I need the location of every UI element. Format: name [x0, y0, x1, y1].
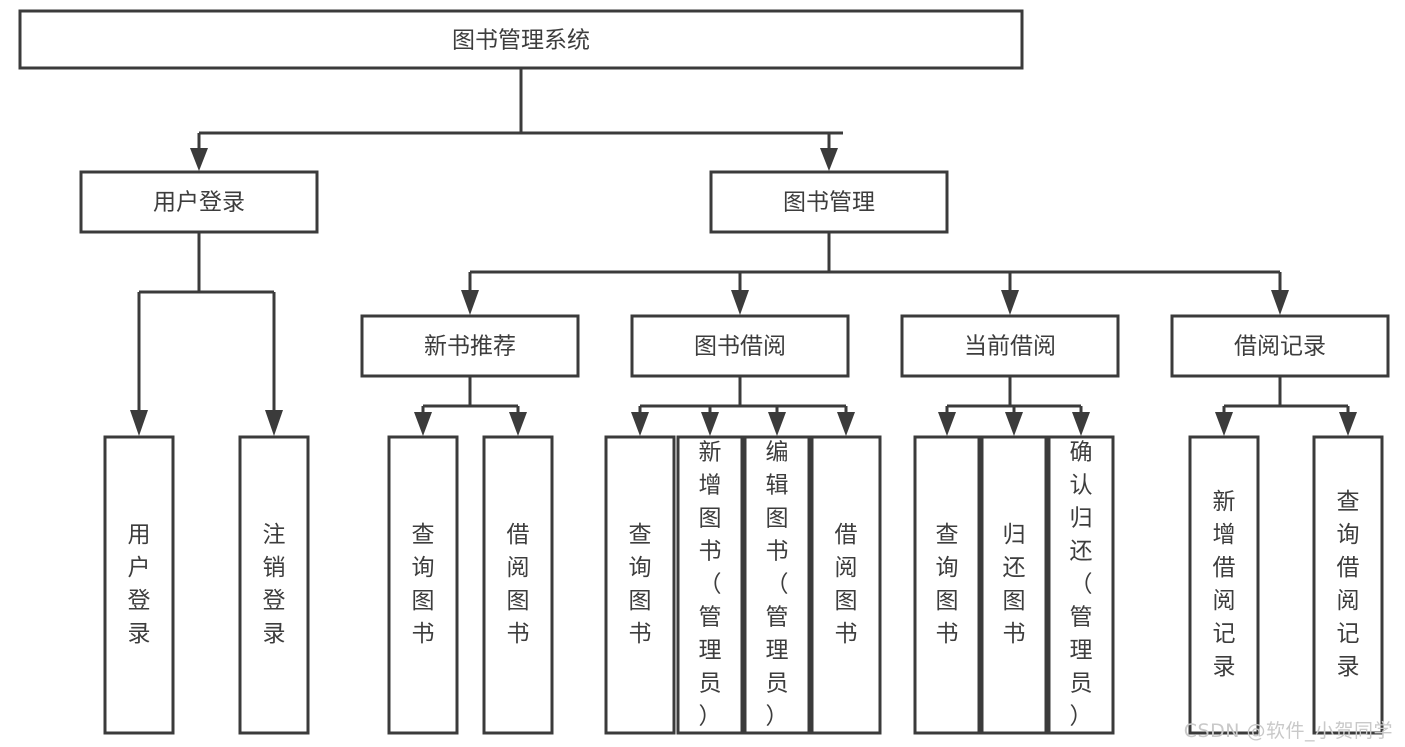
arrowhead-borrow-record	[1271, 290, 1289, 315]
node-user-login[interactable]: 用户登录	[79, 170, 319, 234]
node-leaf-query-book-3-box[interactable]	[913, 435, 981, 735]
arrowhead-leaf-borrow-book-1	[509, 412, 527, 436]
node-leaf-user-login-box[interactable]	[103, 435, 175, 735]
connector-book-manage-trunk	[468, 232, 1282, 292]
connector-root-trunk	[197, 68, 843, 150]
node-leaf-return-book[interactable]: 归还图书	[980, 435, 1048, 735]
node-leaf-add-borrow-record-box[interactable]	[1188, 435, 1260, 735]
node-leaf-add-book-label: 新增图书（管理员）	[699, 440, 722, 730]
node-leaf-edit-book[interactable]: 编辑图书（管理员）	[743, 435, 811, 735]
node-leaf-query-book-1-box[interactable]	[387, 435, 459, 735]
node-book-borrow[interactable]: 图书借阅	[630, 314, 850, 378]
node-leaf-add-borrow-record-label: 新增借阅记录	[1213, 489, 1236, 680]
node-leaf-add-borrow-record[interactable]: 新增借阅记录	[1188, 435, 1260, 735]
arrowhead-leaf-user-logout	[265, 410, 283, 436]
node-book-borrow-box[interactable]	[630, 314, 850, 378]
connector-borrow-record-trunk	[1222, 376, 1350, 414]
node-leaf-user-login[interactable]: 用户登录	[103, 435, 175, 735]
node-leaf-user-logout[interactable]: 注销登录	[238, 435, 310, 735]
node-root-box[interactable]	[18, 9, 1024, 70]
node-leaf-return-book-box[interactable]	[980, 435, 1048, 735]
node-leaf-borrow-book-1-label: 借阅图书	[507, 522, 530, 647]
node-current-borrow-label: 当前借阅	[964, 334, 1056, 360]
arrowhead-leaf-query-borrow-record	[1339, 412, 1357, 436]
arrowhead-leaf-add-borrow-record	[1215, 412, 1233, 436]
node-borrow-record-label: 借阅记录	[1234, 334, 1326, 360]
connector-layer	[130, 68, 1357, 436]
node-leaf-query-borrow-record-label: 查询借阅记录	[1337, 489, 1360, 680]
node-current-borrow-box[interactable]	[900, 314, 1120, 378]
connector-new-book-recommend-trunk	[421, 376, 520, 414]
node-borrow-record-box[interactable]	[1170, 314, 1390, 378]
node-book-borrow-label: 图书借阅	[694, 334, 786, 360]
node-current-borrow[interactable]: 当前借阅	[900, 314, 1120, 378]
node-leaf-confirm-return-box[interactable]	[1047, 435, 1115, 735]
node-leaf-query-book-1-label: 查询图书	[412, 522, 435, 647]
arrowhead-leaf-edit-book	[768, 412, 786, 436]
node-leaf-confirm-return[interactable]: 确认归还（管理员）	[1047, 435, 1115, 735]
arrowhead-current-borrow	[1001, 290, 1019, 315]
node-leaf-borrow-book-2-box[interactable]	[810, 435, 882, 735]
arrowhead-new-book-recommend	[461, 290, 479, 315]
node-book-manage[interactable]: 图书管理	[709, 170, 949, 234]
node-book-manage-box[interactable]	[709, 170, 949, 234]
arrowhead-leaf-query-book-2	[631, 412, 649, 436]
node-leaf-borrow-book-1[interactable]: 借阅图书	[482, 435, 554, 735]
node-leaf-query-borrow-record-box[interactable]	[1312, 435, 1384, 735]
arrowhead-book-manage	[820, 148, 838, 171]
node-user-login-box[interactable]	[79, 170, 319, 234]
node-book-manage-label: 图书管理	[783, 190, 875, 216]
arrowhead-leaf-return-book	[1005, 412, 1023, 436]
node-new-book-recommend-box[interactable]	[360, 314, 580, 378]
node-leaf-borrow-book-2[interactable]: 借阅图书	[810, 435, 882, 735]
node-leaf-user-login-label: 用户登录	[128, 522, 151, 647]
connector-book-borrow-trunk	[638, 376, 848, 414]
node-leaf-borrow-book-1-box[interactable]	[482, 435, 554, 735]
arrowhead-book-borrow	[731, 290, 749, 315]
node-leaf-return-book-label: 归还图书	[1003, 522, 1026, 647]
node-leaf-query-book-3-label: 查询图书	[936, 522, 959, 647]
node-root[interactable]: 图书管理系统	[18, 9, 1024, 70]
arrowhead-leaf-user-login	[130, 410, 148, 436]
node-leaf-confirm-return-label: 确认归还（管理员）	[1070, 440, 1093, 730]
connector-user-login-trunk	[137, 232, 276, 412]
node-root-label: 图书管理系统	[452, 28, 590, 54]
node-new-book-recommend-label: 新书推荐	[424, 334, 516, 360]
arrowhead-leaf-query-book-3	[938, 412, 956, 436]
node-leaf-query-book-2-label: 查询图书	[629, 522, 652, 647]
node-user-login-label: 用户登录	[153, 190, 245, 216]
node-leaf-query-book-2-box[interactable]	[604, 435, 676, 735]
node-borrow-record[interactable]: 借阅记录	[1170, 314, 1390, 378]
connector-current-borrow-trunk	[945, 376, 1083, 414]
node-leaf-edit-book-box[interactable]	[743, 435, 811, 735]
arrowhead-leaf-query-book-1	[414, 412, 432, 436]
node-leaf-query-book-1[interactable]: 查询图书	[387, 435, 459, 735]
node-leaf-add-book[interactable]: 新增图书（管理员）	[676, 435, 744, 735]
node-leaf-query-borrow-record[interactable]: 查询借阅记录	[1312, 435, 1384, 735]
node-leaf-query-book-2[interactable]: 查询图书	[604, 435, 676, 735]
arrowhead-leaf-add-book	[701, 412, 719, 436]
node-leaf-borrow-book-2-label: 借阅图书	[835, 522, 858, 647]
node-leaf-edit-book-label: 编辑图书（管理员）	[766, 440, 789, 730]
arrowhead-leaf-confirm-return	[1072, 412, 1090, 436]
node-leaf-add-book-box[interactable]	[676, 435, 744, 735]
arrowhead-user-login	[190, 148, 208, 171]
arrowhead-leaf-borrow-book-2	[837, 412, 855, 436]
node-leaf-user-logout-label: 注销登录	[263, 522, 286, 647]
node-leaf-user-logout-box[interactable]	[238, 435, 310, 735]
node-new-book-recommend[interactable]: 新书推荐	[360, 314, 580, 378]
node-leaf-query-book-3[interactable]: 查询图书	[913, 435, 981, 735]
